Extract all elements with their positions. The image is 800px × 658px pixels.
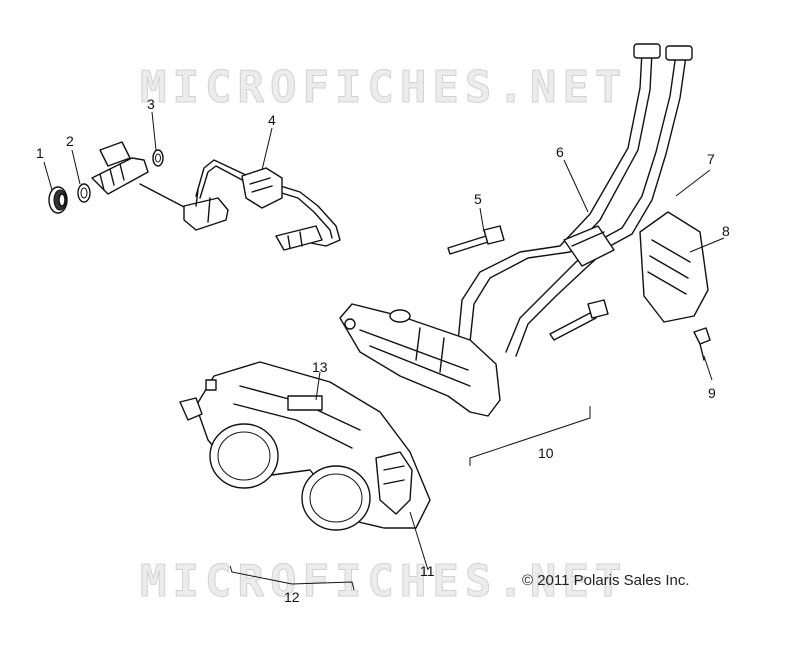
callout-11: 11 [420, 563, 435, 579]
callout-5: 5 [474, 191, 482, 207]
copyright-text: © 2011 Polaris Sales Inc. [522, 572, 690, 589]
callout-9: 9 [708, 385, 716, 401]
callout-10: 10 [538, 445, 554, 461]
part-fuel-rail [339, 303, 501, 417]
callout-3: 3 [147, 96, 155, 112]
callout-2: 2 [66, 133, 74, 149]
callout-12: 12 [284, 589, 300, 605]
callout-7: 7 [707, 151, 715, 167]
part-bolt-upper [447, 225, 505, 255]
part-fuel-injector [91, 141, 229, 231]
part-screw [693, 327, 711, 361]
leader-lines [43, 111, 725, 591]
part-o-ring-upper [152, 149, 164, 167]
part-sensor [375, 451, 413, 515]
part-o-ring-lower [77, 183, 91, 203]
part-wire-harness [195, 159, 341, 251]
part-throttle-body [179, 361, 431, 531]
callout-8: 8 [722, 223, 730, 239]
callout-13: 13 [312, 359, 328, 375]
part-bolt-lower [549, 299, 609, 341]
callout-4: 4 [268, 112, 276, 128]
callout-1: 1 [36, 145, 44, 161]
part-bracket [639, 211, 709, 323]
part-seal [48, 186, 68, 214]
part-fuel-lines [457, 43, 693, 357]
watermark-top: MICROFICHES.NET [139, 62, 628, 114]
callout-6: 6 [556, 144, 564, 160]
watermark-bottom: MICROFICHES.NET [139, 556, 628, 608]
